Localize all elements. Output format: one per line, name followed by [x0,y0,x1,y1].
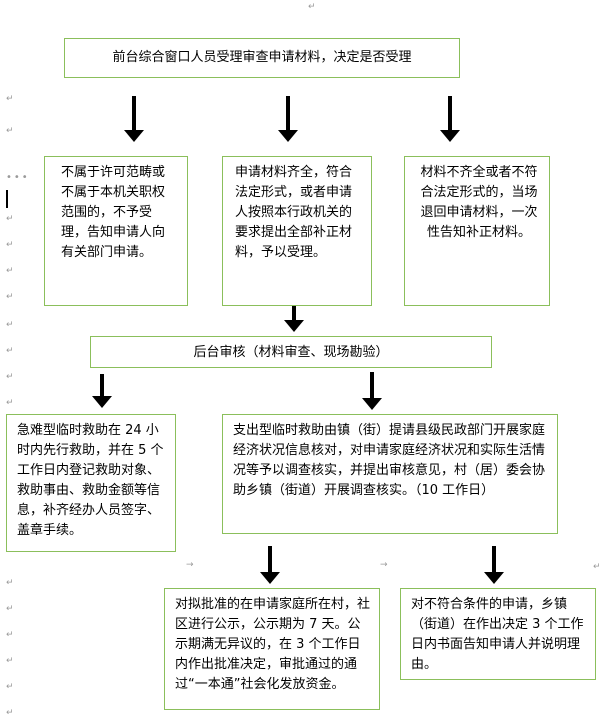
box-approve-text: 对拟批准的在申请家庭所在村，社区进行公示，公示期为 7 天。公示期满无异议的，在… [175,597,371,692]
paragraph-mark: ↵ [6,126,14,136]
paragraph-mark: ↵ [6,94,14,104]
paragraph-mark: ↵ [6,578,14,588]
paragraph-mark: ↵ [308,2,316,12]
paragraph-mark: ↵ [6,682,14,692]
box-approve: 对拟批准的在申请家庭所在村，社区进行公示，公示期为 7 天。公示期满无异议的，在… [164,588,380,710]
paragraph-mark: ↵ [6,372,14,382]
paragraph-mark: ↵ [6,266,14,276]
paragraph-mark: ↵ [6,604,14,614]
box-incomplete-text: 材料不齐全或者不符合法定形式的，当场退回申请材料，一次性告知补正材料。 [420,165,538,240]
arrow-down [90,374,114,408]
box-incomplete: 材料不齐全或者不符合法定形式的，当场退回申请材料，一次性告知补正材料。 [404,156,550,306]
text-cursor [6,190,8,208]
box-accept-review-text: 前台综合窗口人员受理审查申请材料，决定是否受理 [112,50,412,65]
box-accept-review: 前台综合窗口人员受理审查申请材料，决定是否受理 [64,38,460,78]
paragraph-mark: ↵ [6,398,14,408]
box-not-accept-text: 不属于许可范畴或不属于本机关职权范围的，不予受理，告知申请人向有关部门申请。 [61,165,166,260]
arrow-down [360,372,384,410]
box-emergency: 急难型临时救助在 24 小时内先行救助，并在 5 个工作日内登记救助对象、救助事… [6,414,176,552]
box-reject: 对不符合条件的申请，乡镇（街道）在作出决定 3 个工作日内书面告知申请人并说明理… [400,588,596,680]
paragraph-mark: ↵ [6,630,14,640]
paragraph-mark: ↵ [6,320,14,330]
box-reject-text: 对不符合条件的申请，乡镇（街道）在作出决定 3 个工作日内书面告知申请人并说明理… [411,597,584,672]
box-not-accept: 不属于许可范畴或不属于本机关职权范围的，不予受理，告知申请人向有关部门申请。 [44,156,188,306]
arrow-down [122,96,146,142]
box-accept-text: 申请材料齐全，符合法定形式，或者申请人按照本行政机关的要求提出全部补正材料，予以… [235,165,353,260]
paragraph-mark: ↵ [6,656,14,666]
paragraph-mark: ↵ [6,292,14,302]
box-emergency-text: 急难型临时救助在 24 小时内先行救助，并在 5 个工作日内登记救助对象、救助事… [17,423,164,538]
box-expenditure: 支出型临时救助由镇（街）提请县级民政部门开展家庭经济状况信息核对，对申请家庭经济… [222,414,558,534]
paragraph-mark: ↵ [6,214,14,224]
box-accept: 申请材料齐全，符合法定形式，或者申请人按照本行政机关的要求提出全部补正材料，予以… [222,156,372,306]
ellipsis-mark: ••• [6,172,30,183]
box-backend-review-text: 后台审核（材料审查、现场勘验） [193,345,389,360]
box-expenditure-text: 支出型临时救助由镇（街）提请县级民政部门开展家庭经济状况信息核对，对申请家庭经济… [233,423,546,498]
arrow-down [438,96,462,142]
tab-mark: → [186,560,194,570]
paragraph-mark: ↵ [593,562,601,572]
arrow-down [282,306,306,332]
arrow-down [276,96,300,142]
paragraph-mark: ↵ [6,346,14,356]
arrow-down [482,546,506,584]
box-backend-review: 后台审核（材料审查、现场勘验） [90,336,492,368]
paragraph-mark: ↵ [6,708,14,718]
paragraph-mark: ↵ [6,240,14,250]
tab-mark: → [380,560,388,570]
arrow-down [258,546,282,584]
